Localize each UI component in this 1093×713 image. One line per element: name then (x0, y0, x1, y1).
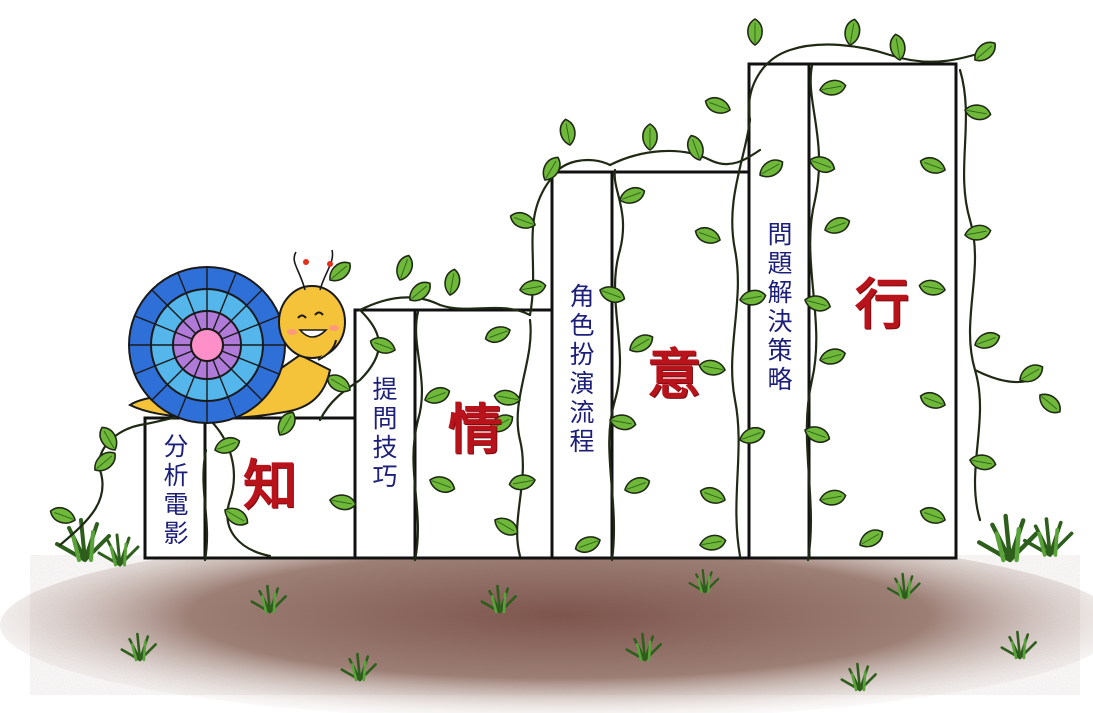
step-3-big-char: 意 (647, 343, 701, 406)
step-2-label: 提問技巧 (372, 375, 398, 491)
block-1 (143, 416, 357, 560)
step-1-label: 分析電影 (163, 432, 189, 548)
step-3-label: 角色扮演流程 (569, 282, 595, 456)
snail-icon (127, 249, 346, 424)
step-2-big-char: 情 (448, 398, 502, 461)
soil-ground (0, 530, 1093, 713)
block-4 (747, 62, 958, 560)
step-1-big-char: 知 (243, 454, 297, 517)
step-4-label: 問題解決策略 (767, 220, 793, 394)
step-4-big-char: 行 (855, 273, 909, 336)
